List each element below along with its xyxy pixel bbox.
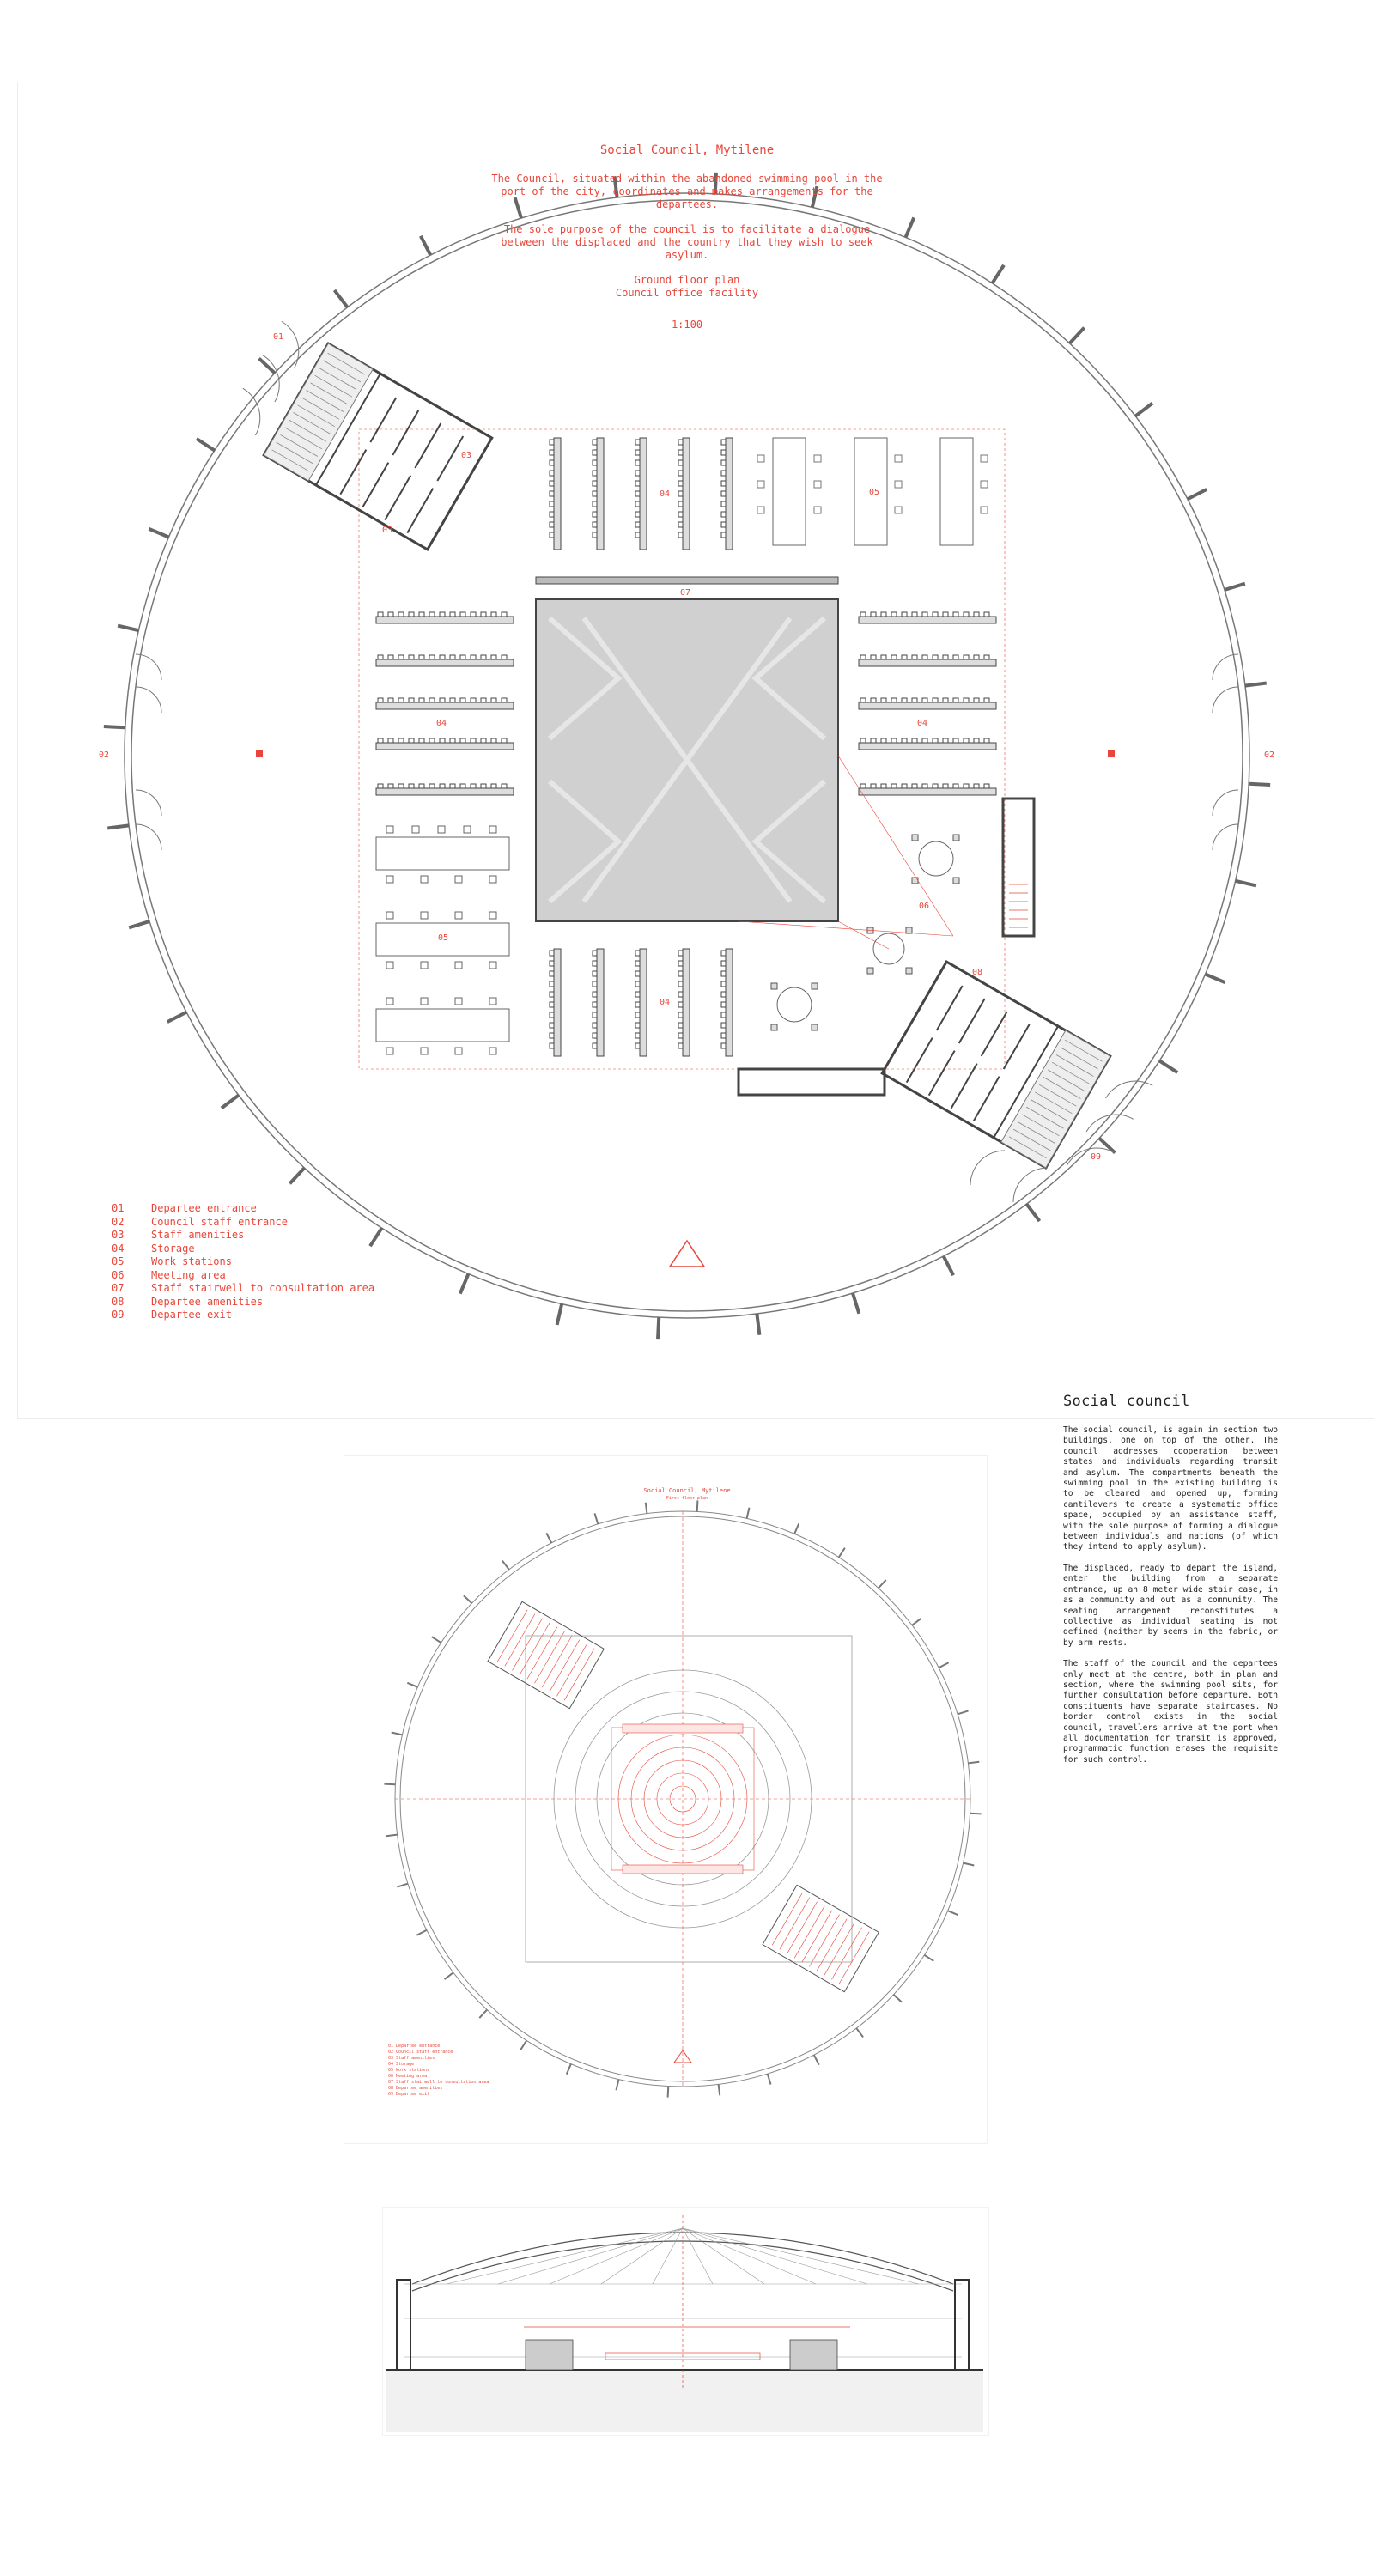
plan-header: Social Council, Mytilene The Council, si… [481,144,893,331]
room-label-07: 07 [680,588,690,598]
plan-description-2: The sole purpose of the council is to fa… [501,223,873,261]
room-label-06: 06 [919,902,929,911]
plan2-legend-row: 02 Council staff entrance [388,2050,453,2055]
staff-stairwell [737,797,1036,1097]
plan2-title: Social Council, Mytilene [643,1487,731,1494]
first-floor-sheet [344,1455,988,2144]
room-label-04-bottom: 04 [660,998,670,1007]
plan2-legend-row: 03 Staff amenities [388,2056,435,2061]
plan-scale: 1:100 [671,319,703,331]
room-label-04-top: 04 [660,489,670,499]
level-markers [256,750,1115,757]
section-sheet [382,2207,989,2436]
room-label-09: 09 [1091,1152,1101,1162]
room-label-03b: 03 [382,526,392,535]
room-label-04-right: 04 [917,719,927,728]
room-label-01: 01 [273,332,283,342]
plan2-legend: 01 Departee entrance 02 Council staff en… [388,2044,489,2098]
room-label-03a: 03 [461,451,471,460]
plan-subtitle-1: Ground floor plan [634,274,740,286]
storage-shelving-left [375,611,514,796]
room-label-05-left: 05 [438,933,448,943]
room-label-08: 08 [972,968,982,977]
plan2-legend-row: 05 Work stations [388,2068,430,2073]
plan2-subtitle: First floor plan [666,1496,708,1501]
storage-shelving-right [858,611,997,796]
ground-floor-drawing: 01 02 02 03 03 04 04 04 04 05 05 06 07 0… [99,172,1274,1340]
wall-buttresses [103,172,1271,1340]
room-label-02-west: 02 [99,750,109,760]
work-stations-bottom-left [375,825,510,1055]
room-label-02-east: 02 [1264,750,1274,760]
plan2-legend-row: 07 Staff stairwell to consultation area [388,2080,489,2085]
room-label-05-top: 05 [869,488,879,497]
plan2-legend-row: 04 Storage [388,2062,415,2067]
plan2-legend-row: 06 Meeting area [388,2074,428,2079]
sidebar-paragraph-2: The displaced, ready to depart the islan… [1063,1563,1278,1648]
outer-wall [124,192,1250,1319]
plan-subtitle-2: Council office facility [615,287,759,299]
plan2-legend-row: 08 Departee amenities [388,2086,443,2091]
sidebar-paragraph-3: The staff of the council and the departe… [1063,1659,1278,1765]
sidebar-paragraph-1: The social council, is again in section … [1063,1425,1278,1552]
side-doors [135,653,1239,1203]
meeting-sight-lines [738,755,954,950]
plan2-legend-row: 01 Departee entrance [388,2044,441,2049]
plan-description-1: The Council, situated within the abandon… [491,173,883,210]
plan2-header: Social Council, Mytilene First floor pla… [601,1487,773,1503]
sidebar-heading: Social council [1063,1393,1190,1410]
south-east-wing [880,959,1153,1170]
work-stations-top-right [757,437,988,546]
room-label-04-left: 04 [436,719,447,728]
north-west-wing [242,320,494,552]
sidebar-text: Social council The social council, is ag… [1063,1393,1278,1776]
north-arrow [668,1239,706,1267]
storage-shelving-top [549,437,733,550]
inner-boundary [358,428,1006,1070]
plan2-legend-row: 09 Departee exit [388,2092,430,2097]
swimming-pool [535,576,839,922]
storage-shelving-bottom [549,948,733,1057]
plan-title: Social Council, Mytilene [599,143,775,157]
